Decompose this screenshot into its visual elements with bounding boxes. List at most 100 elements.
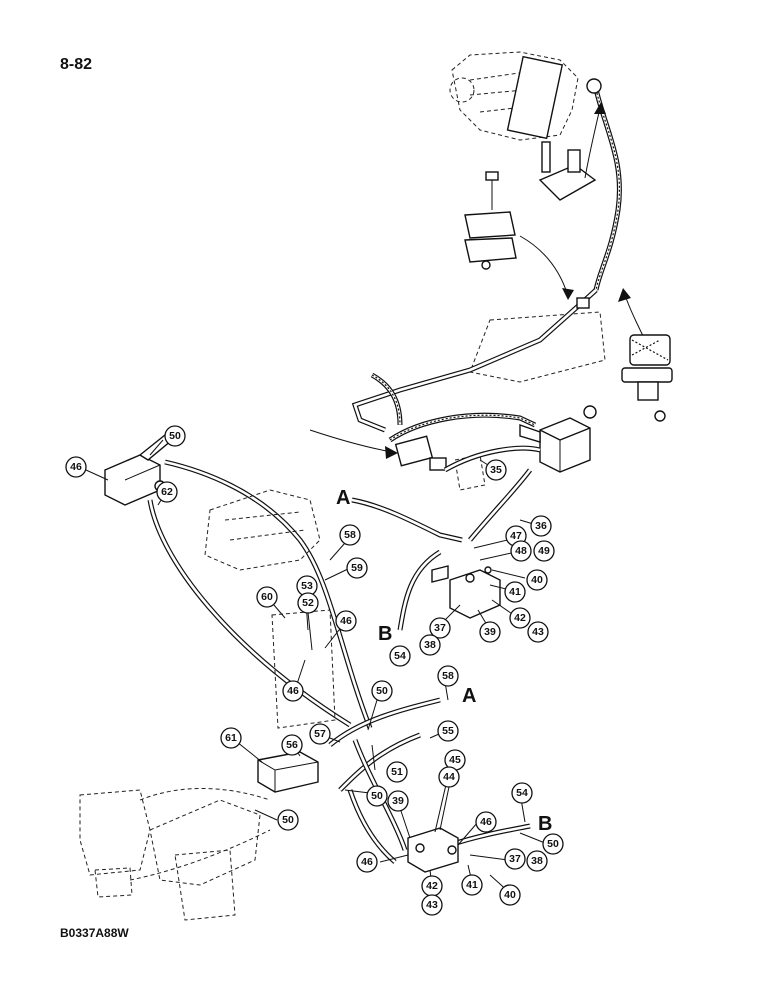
callout: 42 (509, 607, 531, 629)
callout: 59 (346, 557, 368, 579)
svg-text:50: 50 (282, 814, 294, 826)
svg-text:37: 37 (509, 853, 521, 865)
callout: 41 (504, 581, 526, 603)
braided-hose-middle (370, 372, 537, 443)
hoses-lower (328, 697, 531, 864)
callout: 42 (421, 875, 443, 897)
ref-letter-a-lower: A (462, 685, 476, 707)
svg-text:50: 50 (376, 685, 388, 697)
callout: 51 (386, 761, 408, 783)
callout: 50 (542, 833, 564, 855)
callout: 54 (389, 645, 411, 667)
callout: 46 (335, 610, 357, 632)
svg-text:42: 42 (426, 880, 438, 892)
svg-text:51: 51 (391, 766, 403, 778)
svg-text:46: 46 (361, 856, 373, 868)
svg-text:59: 59 (351, 562, 363, 574)
callout: 58 (339, 524, 361, 546)
svg-text:60: 60 (261, 591, 273, 603)
svg-text:57: 57 (314, 728, 326, 740)
svg-text:58: 58 (344, 529, 356, 541)
svg-text:58: 58 (442, 670, 454, 682)
svg-text:43: 43 (426, 899, 438, 911)
callout: 48 (510, 540, 532, 562)
lower-cylinders (79, 787, 271, 921)
valve-block (519, 405, 597, 473)
svg-text:50: 50 (169, 430, 181, 442)
callout: 49 (533, 540, 555, 562)
hose-clamp (464, 171, 517, 270)
callout: 40 (499, 884, 521, 906)
callout: 60 (256, 586, 278, 608)
callout: 36 (530, 515, 552, 537)
callout: 37 (429, 617, 451, 639)
callout: 38 (419, 634, 441, 656)
callout: 35 (485, 459, 507, 481)
callout: 39 (387, 790, 409, 812)
svg-text:42: 42 (514, 612, 526, 624)
ref-letter-a-upper: A (336, 487, 350, 509)
callout: 53 (296, 575, 318, 597)
callout: 55 (437, 720, 459, 742)
svg-text:61: 61 (225, 732, 237, 744)
callout: 40 (526, 569, 548, 591)
hoses-62 (147, 459, 373, 729)
callout: 62 (156, 481, 178, 503)
svg-text:56: 56 (286, 739, 298, 751)
ref-letter-b-lower: B (538, 813, 552, 835)
svg-text:48: 48 (515, 545, 527, 557)
callout: 46 (475, 811, 497, 833)
svg-text:41: 41 (466, 879, 478, 891)
callout: 44 (438, 766, 460, 788)
callout: 37 (504, 848, 526, 870)
arrows (309, 102, 656, 459)
ref-letter-b-upper: B (378, 623, 392, 645)
svg-text:37: 37 (434, 622, 446, 634)
svg-text:55: 55 (442, 725, 454, 737)
callout: 50 (366, 785, 388, 807)
callout: 46 (282, 680, 304, 702)
svg-text:45: 45 (449, 754, 461, 766)
callout: 57 (309, 723, 331, 745)
callout: 46 (65, 456, 87, 478)
callout: 41 (461, 874, 483, 896)
center-valve (394, 435, 486, 491)
callout: 38 (526, 850, 548, 872)
callout: 50 (371, 680, 393, 702)
reference-letters: A B A B (336, 487, 552, 835)
flange-fitting (538, 141, 597, 201)
valve-block-lower (407, 827, 459, 873)
mounting-plate (469, 311, 606, 383)
svg-text:44: 44 (443, 771, 455, 783)
svg-text:38: 38 (531, 855, 543, 867)
svg-text:53: 53 (301, 580, 313, 592)
junction-block (257, 751, 319, 793)
svg-text:39: 39 (392, 795, 404, 807)
svg-text:46: 46 (70, 461, 82, 473)
callout: 46 (356, 851, 378, 873)
callout: 54 (511, 782, 533, 804)
callout: 52 (297, 592, 319, 614)
braided-hose-upper (586, 78, 622, 291)
svg-text:39: 39 (484, 626, 496, 638)
hose-35 (443, 445, 541, 473)
callout: 58 (437, 665, 459, 687)
swivel-fitting (621, 334, 673, 422)
svg-text:40: 40 (531, 574, 543, 586)
svg-text:50: 50 (547, 838, 559, 850)
callout: 50 (277, 809, 299, 831)
svg-text:52: 52 (302, 597, 314, 609)
svg-text:46: 46 (287, 685, 299, 697)
svg-text:41: 41 (509, 586, 521, 598)
svg-text:38: 38 (424, 639, 436, 651)
pump-assembly (449, 51, 579, 141)
svg-text:43: 43 (532, 626, 544, 638)
svg-text:46: 46 (340, 615, 352, 627)
callout: 39 (479, 621, 501, 643)
callout: 56 (281, 734, 303, 756)
svg-text:54: 54 (516, 787, 528, 799)
hoses-upper-ab (351, 468, 532, 631)
svg-text:40: 40 (504, 889, 516, 901)
svg-text:49: 49 (538, 545, 550, 557)
